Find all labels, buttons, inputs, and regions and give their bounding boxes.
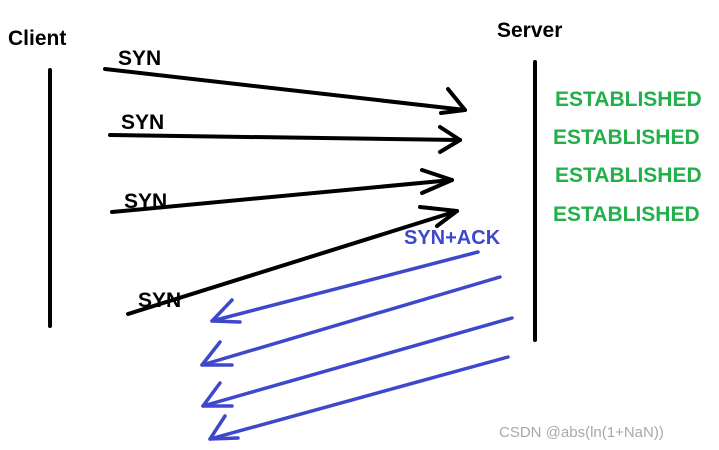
server-label: Server [497,19,562,42]
synack-arrow-4 [208,355,510,441]
syn-label-2: SYN [121,111,164,134]
syn-arrow-2 [108,125,462,154]
syn-label-3: SYN [124,190,167,213]
watermark: CSDN @abs(ln(1+NaN)) [499,424,664,441]
syn-arrow-4 [126,205,459,316]
syn-label-4: SYN [138,289,181,312]
synack-arrow-3 [201,316,514,408]
established-label-1: ESTABLISHED [555,88,702,111]
syn-label-1: SYN [118,47,161,70]
client-label: Client [8,27,66,50]
synack-arrow-1 [210,250,480,324]
syn-arrow-1 [103,67,467,115]
established-label-3: ESTABLISHED [555,164,702,187]
synack-arrow-2 [200,275,502,367]
established-label-4: ESTABLISHED [553,203,700,226]
established-label-2: ESTABLISHED [553,126,700,149]
syn-arrow-3 [110,168,454,214]
synack-label: SYN+ACK [404,227,501,249]
